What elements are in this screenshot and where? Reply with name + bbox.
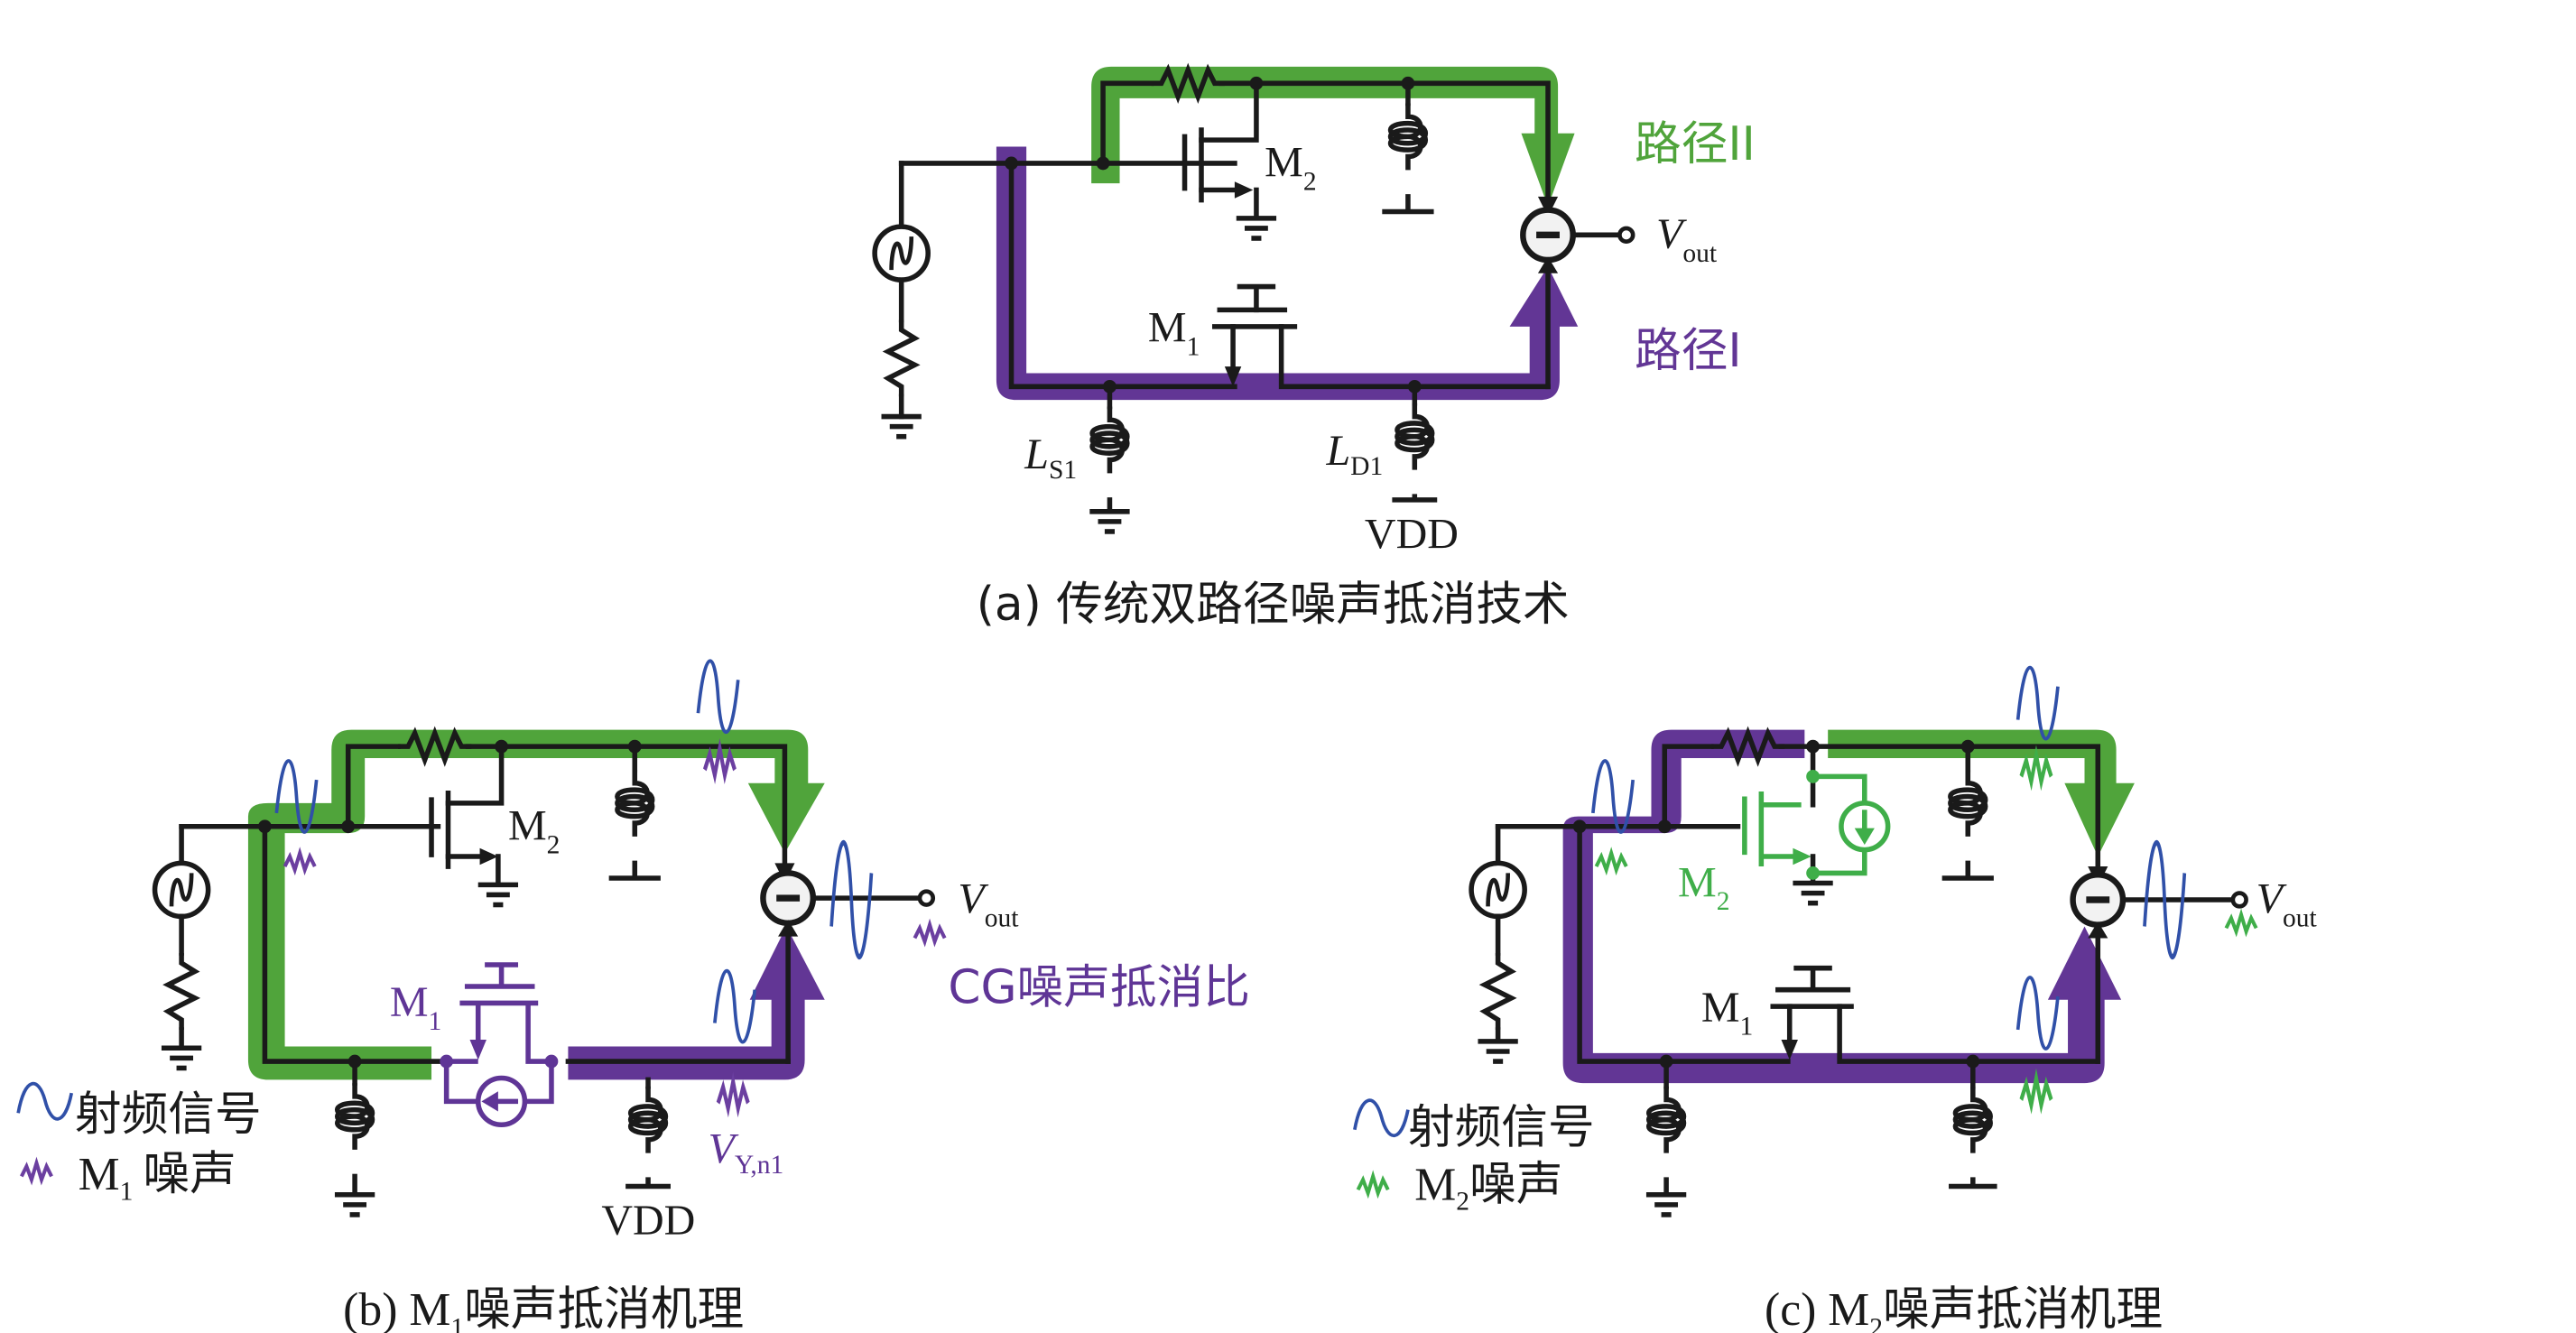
vout-label-c: Vout bbox=[2256, 875, 2318, 933]
legend-noise-icon bbox=[22, 1163, 51, 1180]
m2-label: M2 bbox=[1265, 139, 1316, 197]
cg-cancel-ratio-label: CG噪声抵消比 bbox=[948, 960, 1250, 1014]
legend-sine-icon bbox=[16, 1082, 74, 1121]
m1-noise-icon bbox=[718, 1082, 748, 1109]
m1-label-c: M1 bbox=[1701, 984, 1753, 1041]
ls1-inductor-icon bbox=[1092, 406, 1127, 473]
ld1-inductor-icon bbox=[1397, 403, 1432, 470]
caption-b: (b) M1噪声抵消机理 bbox=[343, 1282, 744, 1333]
m2-label-b: M2 bbox=[508, 802, 560, 860]
legend-sine-icon bbox=[1353, 1098, 1410, 1138]
path-ii-label: 路径II bbox=[1635, 117, 1756, 171]
output-terminal bbox=[1617, 226, 1635, 245]
vdd-label-b: VDD bbox=[601, 1197, 695, 1245]
caption-a: (a) 传统双路径噪声抵消技术 bbox=[977, 578, 1570, 632]
m2-label-c: M2 bbox=[1678, 858, 1729, 916]
rf-signal-icon bbox=[2015, 976, 2060, 1051]
vdd-label: VDD bbox=[1365, 510, 1459, 558]
green-band-c bbox=[1828, 729, 2135, 856]
vout-label: Vout bbox=[1656, 210, 1718, 268]
vout-label-b: Vout bbox=[958, 875, 1019, 933]
m2-noise-icon bbox=[1597, 853, 1626, 869]
ld1-label: LD1 bbox=[1325, 427, 1383, 481]
m1-label: M1 bbox=[1148, 303, 1200, 361]
m1-noise-icon bbox=[705, 748, 735, 775]
ls1-label: LS1 bbox=[1024, 430, 1077, 485]
m2-noise-icon bbox=[2021, 1078, 2051, 1106]
panel-c: M2 Vout M1 射 bbox=[1353, 665, 2318, 1333]
purple-band-b bbox=[568, 926, 825, 1080]
m1-noise-icon bbox=[914, 925, 944, 941]
vy-label: VY,n1 bbox=[709, 1125, 784, 1180]
legend-noise-icon bbox=[1358, 1176, 1388, 1192]
legend-m2-noise: M2噪声 bbox=[1414, 1157, 1562, 1216]
m2-noise-icon bbox=[2226, 915, 2256, 931]
m2-noise-icon bbox=[2021, 755, 2051, 782]
caption-c: (c) M2噪声抵消机理 bbox=[1765, 1282, 2163, 1333]
path-i-label: 路径I bbox=[1635, 324, 1742, 378]
rf-signal-icon bbox=[713, 968, 757, 1044]
rf-signal-icon bbox=[696, 659, 740, 735]
legend-rf-signal-c: 射频信号 bbox=[1408, 1101, 1595, 1155]
path-i-band bbox=[996, 146, 1579, 401]
ground-icon bbox=[882, 417, 922, 437]
signal-source-icon bbox=[875, 227, 928, 280]
source-resistor-icon bbox=[888, 319, 915, 396]
m1-noise-icon bbox=[285, 853, 315, 869]
panel-a: M2 Vout M1 LS1 LD1 VDD 路径II 路径I bbox=[875, 66, 1756, 632]
panel-b: M2 Vout M1 VDD VY,n1 bbox=[16, 659, 1250, 1333]
subtractor-icon bbox=[1523, 210, 1572, 260]
m1-label-b: M1 bbox=[390, 978, 441, 1036]
rf-signal-icon bbox=[2015, 665, 2060, 741]
path-ii-band bbox=[1091, 66, 1575, 207]
legend-rf-signal: 射频信号 bbox=[75, 1088, 262, 1142]
